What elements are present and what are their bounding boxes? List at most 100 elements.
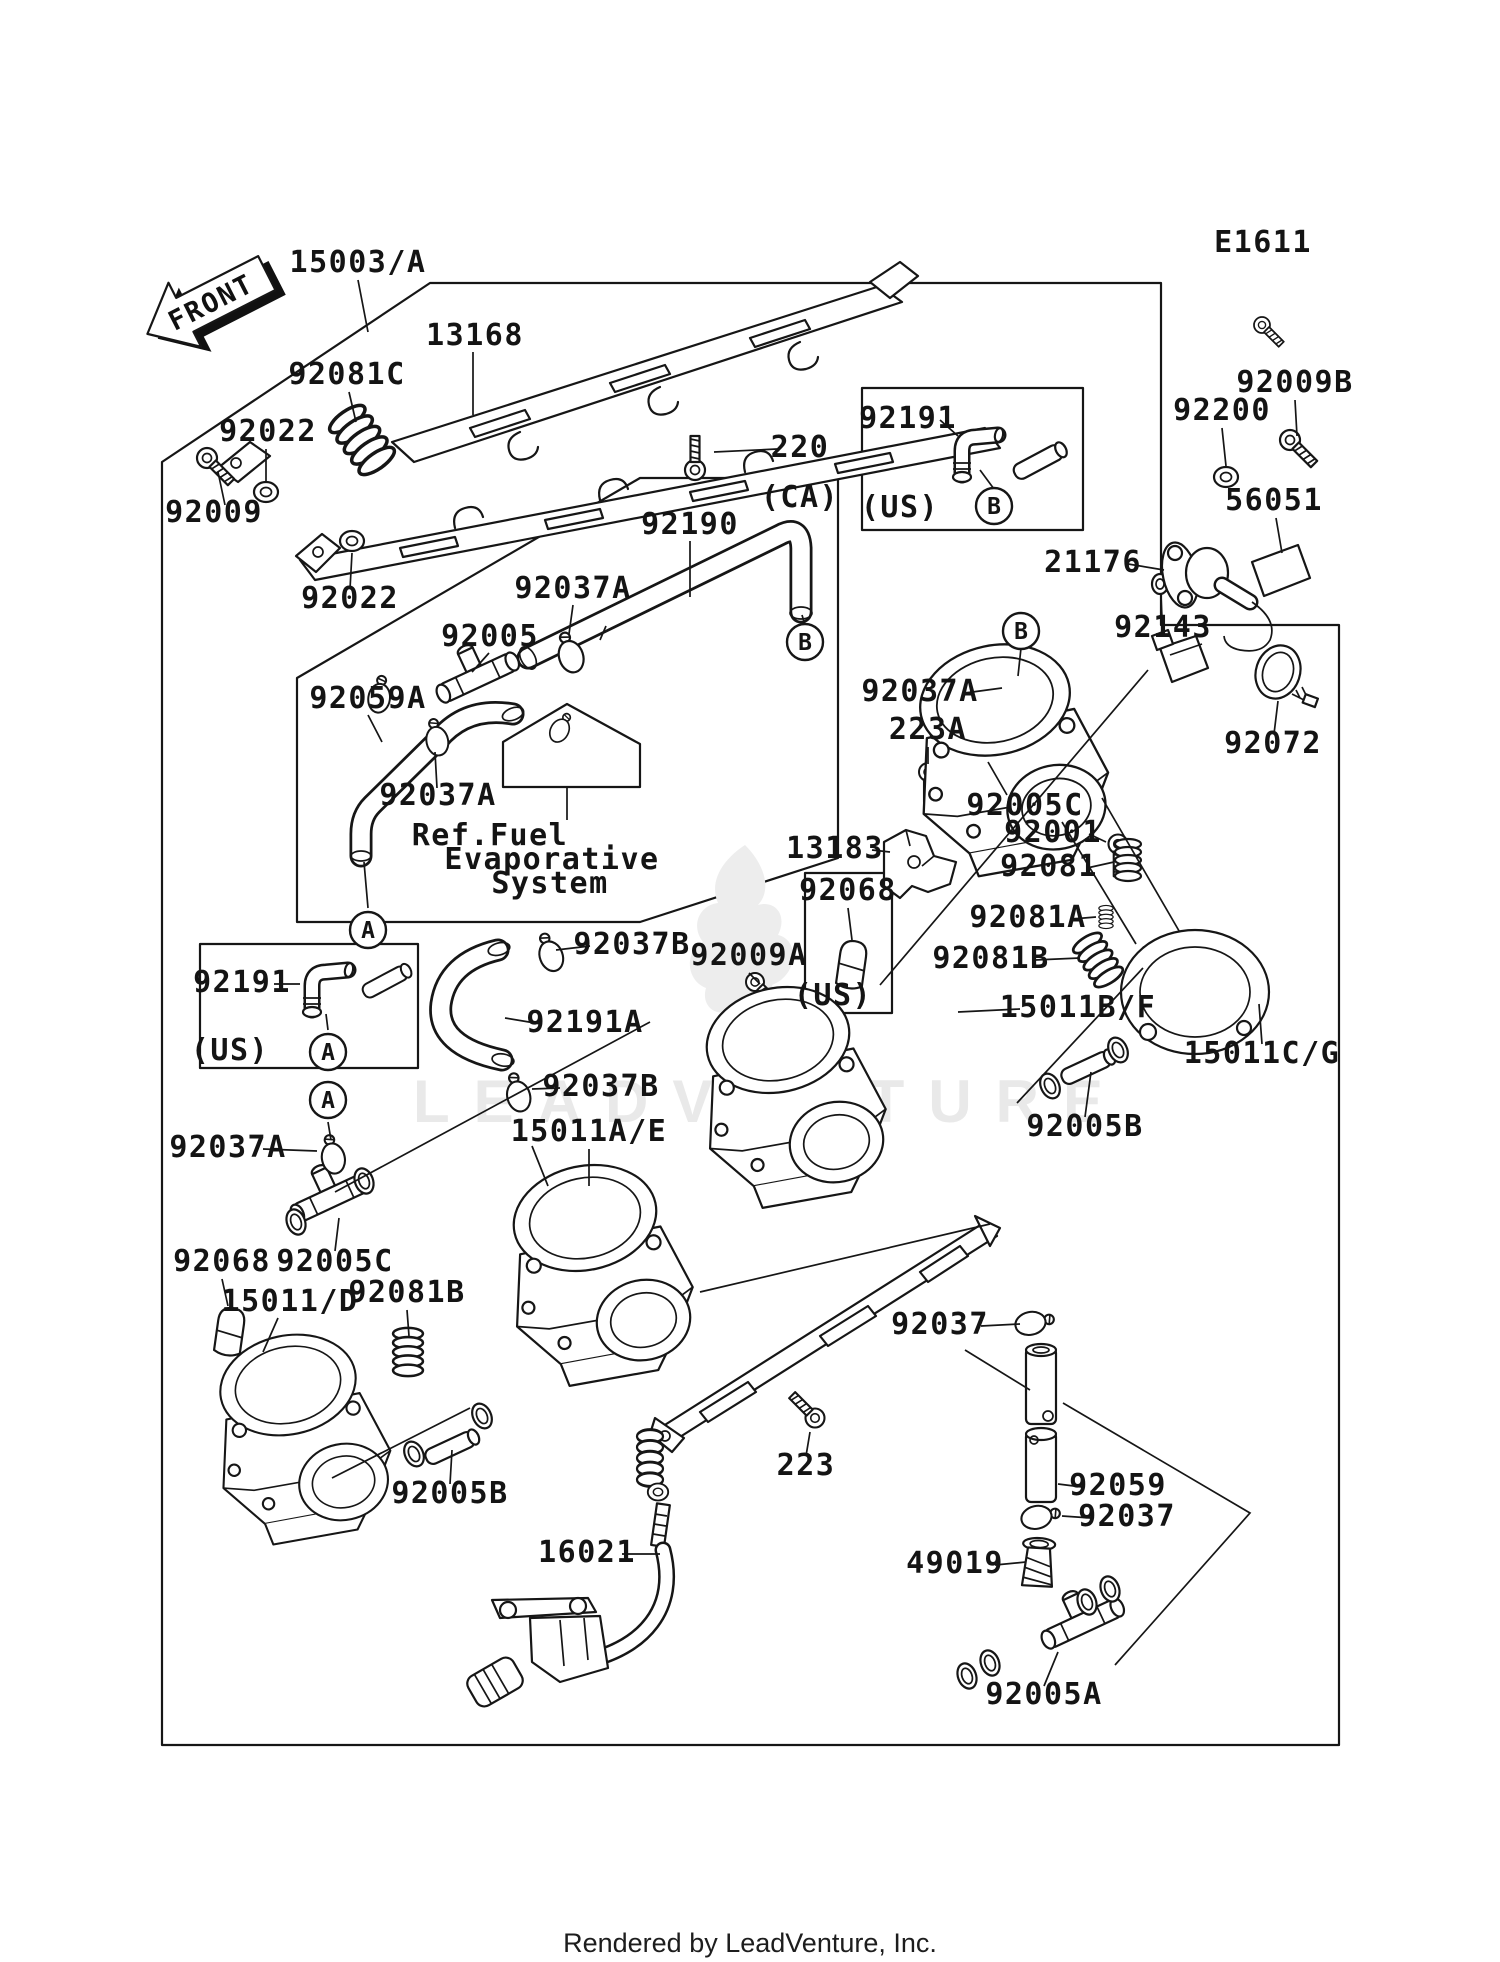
svg-text:B: B [1014,619,1028,645]
part-label-System-16: System [491,866,608,901]
ref-circle-B-4: B [785,622,825,662]
us-option-box-left [198,942,420,1070]
part-label-92005C-47: 92005C [276,1244,393,1279]
clamp-evap [545,709,578,747]
part-label-92081C-3: 92081C [288,357,405,392]
band-92072 [1254,644,1320,709]
spring-92081A [1098,904,1114,930]
part-label-92072-24: 92072 [1224,726,1322,761]
float-bowl-15011CG [1061,797,1271,1056]
part-label-92191-43: 92191 [193,965,291,1000]
fuel-filter-49019 [1020,1536,1057,1588]
washer-92022-b [338,529,366,553]
screw-92009B [1274,424,1323,473]
spring-16021 [635,1428,665,1488]
part-label-92009A-35: 92009A [690,938,807,973]
part-labels: E1611 15003/A 13168 92081C 92022 92009 92022 22… [165,225,1353,1712]
ref-circle-A-1: A [308,1032,348,1072]
ca-option-box [295,476,840,924]
part-label-92005B-38: 92005B [1026,1109,1143,1144]
part-label-15003A-1: 15003/A [290,245,427,280]
part-label-92081B-49: 92081B [348,1275,465,1310]
part-label-CA-8: (CA) [761,480,839,515]
ref-circle-B-5: B [1001,611,1041,651]
throttle-sensor-21176 [1150,541,1273,684]
watermark-v-icon [700,950,782,1032]
part-label-Evaporative-15: Evaporative [444,842,659,877]
rail-bolt [1249,312,1288,351]
part-label-92009B-19: 92009B [1236,365,1353,400]
part-label-13183-32: 13183 [786,831,884,866]
part-label-92037A-13: 92037A [379,778,496,813]
assembly-lines [331,669,1252,1666]
carburetor-15011AE [486,1147,710,1399]
part-label-92037A-45: 92037A [169,1130,286,1165]
part-label-15011D-48: 15011/D [222,1284,359,1319]
part-label-15011AE-42: 15011A/E [511,1114,668,1149]
part-label-15011BF-36: 15011B/F [1000,990,1157,1025]
part-label-92005B-50: 92005B [391,1476,508,1511]
part-label-15011CG-37: 15011C/G [1184,1036,1341,1071]
elbow-92191-left [303,962,415,1017]
joint-92005B-left [399,1399,497,1471]
part-label-92081-29: 92081 [1000,849,1098,884]
tee-92005A [952,1572,1128,1693]
label-plate-56051 [1250,543,1312,598]
spring-92081B-right [1068,927,1128,993]
part-label-92005C-27: 92005C [966,788,1083,823]
part-label-220-7: 220 [771,430,830,465]
starter-assembly-16021 [466,1482,676,1708]
part-label-92022-4: 92022 [219,414,317,449]
part-label-92191A-40: 92191A [526,1005,643,1040]
front-arrow: FRONT [146,255,286,352]
part-label-92068-46: 92068 [173,1244,271,1279]
elbow-92191-right [953,427,1071,482]
bracket-13183 [882,828,958,900]
svg-text:B: B [798,630,812,656]
tube-92059 [1024,1342,1058,1504]
spring-92081B-left [391,1326,425,1378]
part-label-56051-21: 56051 [1225,483,1323,518]
part-label-92059A-12: 92059A [309,681,426,716]
part-label-92081B-31: 92081B [932,941,1049,976]
part-label-92037A-10: 92037A [514,571,631,606]
part-label-92037B-41: 92037B [542,1069,659,1104]
svg-text:A: A [321,1040,335,1066]
part-label-US-18: (US) [861,490,939,525]
svg-text:A: A [321,1088,335,1114]
leader-lines [217,279,1298,1687]
svg-text:A: A [361,918,375,944]
part-label-21176-22: 21176 [1044,545,1142,580]
part-label-92037-55: 92037 [1078,1499,1176,1534]
part-label-223A-26: 223A [889,712,967,747]
clamp-92037B-1 [531,928,569,976]
part-label-92037B-39: 92037B [573,927,690,962]
part-label-92059-54: 92059 [1069,1468,1167,1503]
spring-92081C [323,398,401,482]
part-label-92022-6: 92022 [301,581,399,616]
diagram-frame [160,281,1341,1747]
part-label-92068-33: 92068 [799,873,897,908]
part-label-92143-23: 92143 [1114,610,1212,645]
part-label-92037A-25: 92037A [861,674,978,709]
ref-circle-A-0: A [348,910,388,950]
credit-text: Rendered by LeadVenture, Inc. [563,1928,937,1958]
part-label-92001-28: 92001 [1004,815,1102,850]
part-label-13168-2: 13168 [426,318,524,353]
clamp-92037-2 [1018,1500,1064,1533]
fuel-rail-upper [216,260,920,484]
part-label-92200-20: 92200 [1173,393,1271,428]
part-label-92005A-57: 92005A [985,1677,1102,1712]
part-label-RefFuel-14: Ref.Fuel [412,818,569,853]
part-label-223-53: 223 [777,1448,836,1483]
part-label-US-34: (US) [794,978,872,1013]
hose-92191A [429,938,515,1072]
fuel-evap-box [501,702,642,789]
part-label-US-44: (US) [191,1033,269,1068]
clamp-92037-1 [1012,1306,1058,1339]
us-92068-box [803,871,894,1015]
part-label-E1611-0: E1611 [1214,225,1312,260]
part-label-92009-5: 92009 [165,495,263,530]
fuel-rail-lower [294,426,1002,582]
